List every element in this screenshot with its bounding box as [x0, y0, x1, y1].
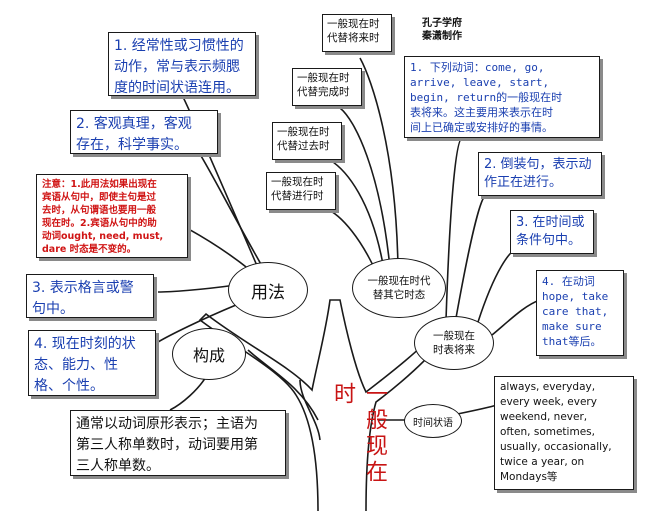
adverbial-node: 时间状语: [404, 404, 462, 438]
usage-item-4: 4. 现在时刻的状 态、能力、性 格、个性。: [28, 330, 156, 396]
replace-item-progressive: 一般现在时 代替进行时: [266, 172, 336, 210]
replace-node: 一般现在时代 替其它时态: [352, 258, 446, 318]
usage-item-1: 1. 经常性或习惯性的 动作，常与表示频腮 度的时间状语连用。: [108, 32, 256, 96]
adverbial-examples: always, everyday, every week, every week…: [494, 376, 634, 490]
replace-item-past: 一般现在时 代替过去时: [272, 122, 342, 160]
form-description: 通常以动词原形表示；主语为 第三人称单数时，动词要用第 三人称单数。: [70, 410, 286, 476]
credit-label: 孔子学府 秦潇制作: [418, 15, 476, 49]
form-node: 构成: [172, 328, 246, 380]
future-item-3: 3. 在时间或 条件句中。: [510, 210, 594, 254]
trunk-shape: [198, 299, 450, 511]
usage-node: 用法: [228, 262, 308, 318]
usage-item-2: 2. 客观真理，客观 存在，科学事实。: [70, 110, 218, 154]
future-item-4: 4. 在动词 hope, take care that, make sure t…: [536, 270, 624, 356]
future-node: 一般现在 时表将来: [414, 316, 494, 370]
trunk-title: 一般现在时: [330, 382, 387, 486]
replace-item-future: 一般现在时 代替将来时: [322, 14, 392, 52]
replace-item-perfect: 一般现在时 代替完成时: [292, 68, 362, 106]
future-item-2: 2. 倒装句，表示动 作正在进行。: [478, 152, 602, 196]
usage-note: 注意：1.此用法如果出现在 宾语从句中，即使主句是过 去时，从句谓语也要用一般 …: [36, 174, 188, 258]
usage-item-3: 3. 表示格言或警 句中。: [26, 274, 154, 318]
future-item-1: 1. 下列动词：come, go, arrive, leave, start, …: [404, 56, 600, 138]
